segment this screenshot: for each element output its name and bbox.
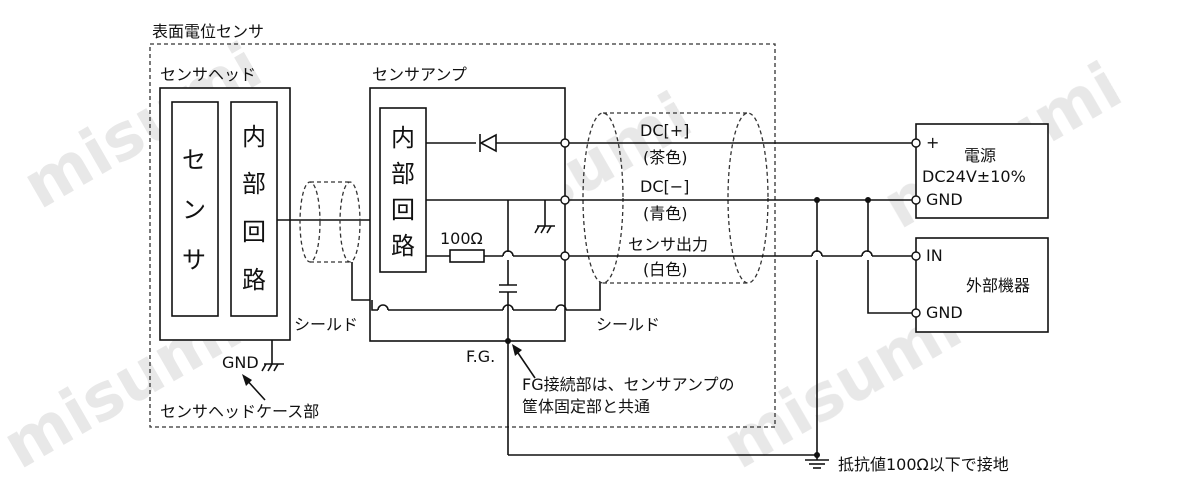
- head-internal-circuit-box: [230, 101, 278, 317]
- sensor-element-char-2: ン: [182, 196, 206, 224]
- head-internal-char-3: 回: [242, 218, 266, 246]
- earth-symbol: [805, 459, 829, 469]
- output-label: センサ出力: [628, 235, 708, 254]
- head-gnd-symbol: [261, 363, 284, 372]
- head-internal-char-2: 部: [242, 170, 266, 198]
- ext-in-label: IN: [926, 246, 943, 265]
- amp-internal-char-4: 路: [391, 232, 415, 260]
- power-plus-terminal: [911, 138, 921, 148]
- shield-bus: [371, 300, 378, 311]
- ext-gnd-label: GND: [926, 303, 963, 322]
- amp-gnd-symbol: [534, 225, 555, 234]
- head-cable-shield-right: [339, 181, 361, 263]
- amp-internal-char-2: 部: [391, 160, 415, 188]
- ext-gnd-terminal: [911, 308, 921, 318]
- ext-in-terminal: [911, 251, 921, 261]
- resistor-label: 100Ω: [440, 229, 483, 248]
- power-gnd-label: GND: [926, 190, 963, 209]
- ext-title: 外部機器: [966, 276, 1030, 295]
- power-gnd-terminal: [911, 195, 921, 205]
- head-shield-drain: [351, 262, 372, 301]
- fg-junction-dot: [505, 338, 511, 344]
- amp-internal-char-3: 回: [391, 196, 415, 224]
- head-cable-shield-left: [299, 181, 321, 263]
- power-plus-label: +: [926, 133, 939, 152]
- earth-note: 抵抗値100Ω以下で接地: [838, 455, 1009, 474]
- dc-plus-label: DC[+]: [640, 121, 689, 140]
- terminal-dc-minus: [560, 195, 570, 205]
- dc-plus-color: (茶色): [643, 148, 688, 167]
- head-internal-char-1: 内: [242, 123, 266, 151]
- power-spec: DC24V±10%: [922, 167, 1026, 186]
- external-device-box: [915, 237, 1049, 333]
- head-internal-char-4: 路: [242, 266, 266, 294]
- amp-internal-char-1: 内: [391, 124, 415, 152]
- output-cable-shield-right: [727, 112, 769, 284]
- sensor-head-title: センサヘッド: [160, 65, 256, 84]
- dc-minus-label: DC[−]: [640, 177, 689, 196]
- shield-left-label: シールド: [294, 315, 358, 334]
- sensor-element-char-3: サ: [182, 246, 206, 274]
- resistor-symbol: [449, 249, 485, 263]
- sensor-element-char-1: セ: [182, 146, 206, 174]
- fg-note-arrow: [512, 344, 536, 379]
- head-case-arrow: [242, 374, 266, 401]
- output-cable-shield-left: [582, 112, 624, 284]
- terminal-dc-plus: [560, 138, 570, 148]
- power-title: 電源: [964, 146, 996, 165]
- terminal-output: [560, 251, 570, 261]
- sensor-amp-title: センサアンプ: [372, 65, 467, 84]
- dc-minus-color: (青色): [643, 204, 688, 223]
- fg-note-line2: 筐体固定部と共通: [522, 397, 650, 416]
- head-gnd-label: GND: [222, 353, 259, 372]
- sensor-element-box: [171, 101, 219, 317]
- shield-right-label: シールド: [596, 315, 660, 334]
- amp-internal-circuit-box: [379, 107, 427, 273]
- fg-label: F.G.: [466, 347, 495, 366]
- output-color: (白色): [643, 260, 688, 279]
- head-case-label: センサヘッドケース部: [160, 402, 319, 421]
- power-supply-box: [915, 123, 1049, 219]
- fg-note-line1: FG接続部は、センサアンプの: [522, 375, 734, 394]
- sensor-enclosure-title: 表面電位センサ: [152, 22, 264, 41]
